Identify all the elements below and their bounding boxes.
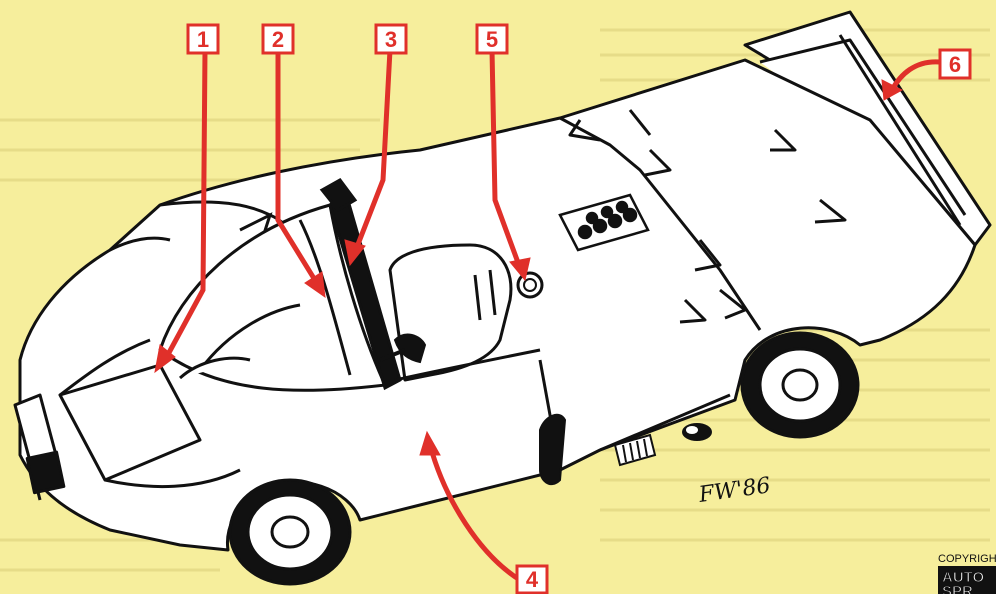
fuel-filler bbox=[516, 271, 544, 299]
windscreen bbox=[158, 203, 387, 392]
background-text-texture bbox=[0, 28, 990, 572]
front-wheel bbox=[228, 478, 352, 586]
callout-1: 1 bbox=[186, 23, 220, 55]
side-vent bbox=[613, 433, 657, 467]
svg-text:2: 2 bbox=[272, 27, 284, 52]
front-nose bbox=[13, 338, 241, 501]
callout-3: 3 bbox=[374, 23, 408, 55]
side-mirror bbox=[379, 333, 427, 364]
svg-text:3: 3 bbox=[385, 27, 397, 52]
rear-indicator bbox=[682, 423, 712, 441]
copyright-text: COPYRIGHT bbox=[938, 553, 996, 565]
engine-intake bbox=[558, 193, 650, 252]
brand-line-1: AUTO bbox=[942, 569, 985, 586]
arrow-2 bbox=[275, 47, 321, 288]
svg-text:4: 4 bbox=[526, 567, 539, 592]
callout-2: 2 bbox=[261, 23, 295, 55]
engine-cover-lines bbox=[394, 109, 847, 471]
arrow-4 bbox=[427, 442, 523, 583]
svg-text:6: 6 bbox=[949, 52, 961, 77]
side-intake bbox=[539, 413, 567, 486]
callout-4: 4 bbox=[515, 564, 549, 594]
rear-wheel bbox=[740, 331, 860, 439]
arrow-5 bbox=[489, 47, 523, 271]
callout-arrows bbox=[154, 47, 943, 583]
svg-text:5: 5 bbox=[486, 27, 498, 52]
callout-5: 5 bbox=[475, 23, 509, 55]
arrow-3 bbox=[352, 47, 393, 255]
artist-signature: FW'86 bbox=[696, 473, 772, 508]
callout-6: 6 bbox=[938, 48, 972, 80]
brand-logo: AUTO SPR bbox=[938, 566, 996, 594]
brand-line-2: SPR bbox=[942, 583, 973, 594]
svg-text:1: 1 bbox=[197, 27, 209, 52]
arrow-1 bbox=[162, 47, 208, 363]
